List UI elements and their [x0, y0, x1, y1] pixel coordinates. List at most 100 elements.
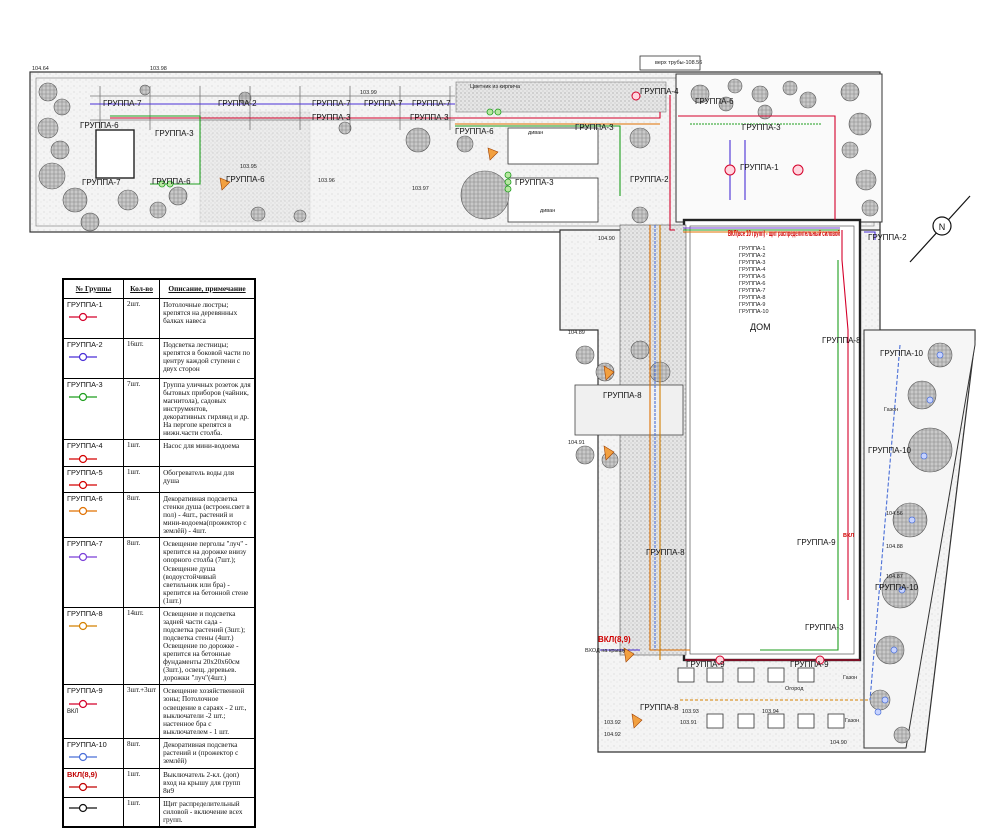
elev-7: 104.90 — [598, 236, 615, 242]
label-g3-e: ГРУППА-3 — [515, 178, 554, 187]
elev-8: 104.89 — [568, 330, 585, 336]
elev-12: 104.56 — [886, 511, 903, 517]
legend-qty-cell: 8шт. — [122, 737, 161, 769]
legend-group-cell: ГРУППА-10 — [63, 737, 124, 769]
stair-light-icon — [67, 352, 120, 362]
vkl89-label: ВКЛ(8,9) — [598, 635, 631, 644]
panel-item-5: ГРУППА-5 — [739, 274, 766, 280]
legend-desc-cell: Освещение перголы "луч" - крепится на до… — [159, 537, 255, 608]
label-g9-a: ГРУППА-9 — [797, 538, 836, 547]
legend-group-name: ГРУППА-2 — [67, 340, 103, 349]
panel-title: ВКЛ(все 10 групп) - щит распределительны… — [728, 229, 840, 238]
panel-item-10: ГРУППА-10 — [739, 309, 769, 315]
utility-light-icon — [67, 699, 120, 709]
legend-desc-cell: Щит распределительный силовой - включени… — [159, 796, 255, 828]
vkl-label: ВКЛ — [843, 533, 854, 539]
elev-1: 104.64 — [32, 66, 49, 72]
legend-group-cell: ГРУППА-6 — [63, 491, 124, 539]
label-g6-a: ГРУППА-6 — [152, 177, 191, 186]
elev-15: 103.93 — [682, 709, 699, 715]
legend-group-name: ГРУППА-9 — [67, 686, 103, 696]
label-g3-b: ГРУППА-3 — [410, 113, 449, 122]
pergola-structure — [90, 86, 455, 130]
label-g10-c: ГРУППА-10 — [875, 583, 919, 592]
legend-group-name: ГРУППА-1 — [67, 300, 103, 309]
label-g7-c: ГРУППА-7 — [364, 99, 403, 108]
label-g6-d: ГРУППА-6 — [695, 97, 734, 106]
pipe-label: верх трубы-108.56 — [655, 60, 702, 66]
legend-group-name: ГРУППА-6 — [67, 494, 103, 503]
vegetation — [37, 78, 953, 744]
elevation-marks: 104.64 103.98 103.99 103.95 103.96 103.9… — [32, 66, 903, 746]
legend-switch-badge: ВКЛ — [67, 708, 79, 715]
label-g10-a: ГРУППА-10 — [880, 349, 924, 358]
label-g8-b: ГРУППА-8 — [603, 391, 642, 400]
lawn-label-1: Газон — [884, 407, 898, 413]
switch-icon — [67, 782, 120, 792]
legend-group-name: ГРУППА-8 — [67, 608, 103, 618]
panel-icon — [67, 803, 120, 813]
legend-qty-cell: 1шт. — [122, 465, 161, 494]
ceiling-lamp-icon — [67, 312, 120, 322]
legend-header-desc: Описание, примечание — [159, 279, 255, 299]
heater-icon — [67, 480, 120, 490]
elev-11: 104.90 — [830, 740, 847, 746]
legend-qty-cell: 1шт. — [122, 439, 161, 467]
garden-light-icon — [67, 621, 120, 631]
elev-2: 103.98 — [150, 66, 167, 72]
legend-qty-cell: 1шт. — [122, 796, 161, 828]
label-g9-c: ГРУППА-9 — [790, 660, 829, 669]
legend-group-name: ГРУППА-10 — [67, 739, 107, 749]
panel-group-list: ГРУППА-1 ГРУППА-2 ГРУППА-3 ГРУППА-4 ГРУП… — [739, 246, 769, 315]
site-electrical-plan: N верх трубы-108.56 ДОМ диван диван Цвет… — [29, 55, 976, 753]
lawn-label-3: Газон — [845, 718, 859, 724]
legend-desc-cell: Выключатель 2-кл. (доп) вход на крышу дл… — [159, 767, 255, 798]
legend-group-name: ГРУППА-7 — [67, 539, 103, 549]
label-g6-b: ГРУППА-6 — [226, 175, 265, 184]
label-g7-e: ГРУППА-7 — [82, 178, 121, 187]
legend-row: ГРУППА-7 8шт.Освещение перголы "луч" - кр… — [63, 537, 255, 608]
legend-qty-cell: 16шт. — [122, 338, 161, 379]
plan-labels: верх трубы-108.56 ДОМ диван диван Цветни… — [32, 60, 924, 746]
pergola-light-icon — [67, 552, 120, 562]
wiring — [90, 95, 901, 701]
label-g3-f: ГРУППА-3 — [742, 123, 781, 132]
fixtures — [158, 91, 944, 729]
spotlight-icon — [67, 506, 120, 516]
label-g10-b: ГРУППА-10 — [868, 446, 912, 455]
legend-qty-cell: 8шт. — [122, 537, 161, 608]
label-g5: ГРУППА-6 — [80, 121, 119, 130]
panel-item-3: ГРУППА-3 — [739, 260, 766, 266]
elev-3: 103.99 — [360, 90, 377, 96]
elev-10: 104.92 — [604, 732, 621, 738]
legend-row: ГРУППА-2 16шт.Подсветка лестницы; крепятс… — [63, 338, 255, 379]
legend-qty-cell: 3шт.+3шт — [122, 684, 161, 739]
legend-desc-cell: Подсветка лестницы; крепятся в боковой ч… — [159, 338, 255, 379]
elev-6: 103.97 — [412, 186, 429, 192]
outlet-icon — [67, 392, 120, 402]
north-arrow-icon: N — [909, 195, 971, 263]
label-g3-a: ГРУППА-3 — [312, 113, 351, 122]
legend-desc-cell: Декоративная подсветка стенки душа (встр… — [159, 491, 255, 539]
legend-group-cell: ГРУППА-7 — [63, 537, 124, 608]
compass-label: N — [939, 222, 946, 232]
legend-qty-cell: 7шт. — [122, 377, 161, 441]
legend-group-cell — [63, 796, 124, 828]
legend-group-cell: ВКЛ(8,9) — [63, 767, 124, 798]
legend-group-cell: ГРУППА-1 — [63, 298, 124, 339]
elev-17: 103.91 — [680, 720, 697, 726]
elev-16: 103.94 — [762, 709, 779, 715]
lawn-label-2: Газон — [843, 675, 857, 681]
label-g3-c: ГРУППА-3 — [155, 129, 194, 138]
panel-item-6: ГРУППА-6 — [739, 281, 766, 287]
legend-header-group: № Группы — [63, 279, 124, 299]
elev-13: 104.88 — [886, 544, 903, 550]
legend-desc-cell: Насос для мини-водоема — [159, 439, 255, 467]
label-g4: ГРУППА-4 — [640, 87, 679, 96]
elev-9: 104.91 — [568, 440, 585, 446]
